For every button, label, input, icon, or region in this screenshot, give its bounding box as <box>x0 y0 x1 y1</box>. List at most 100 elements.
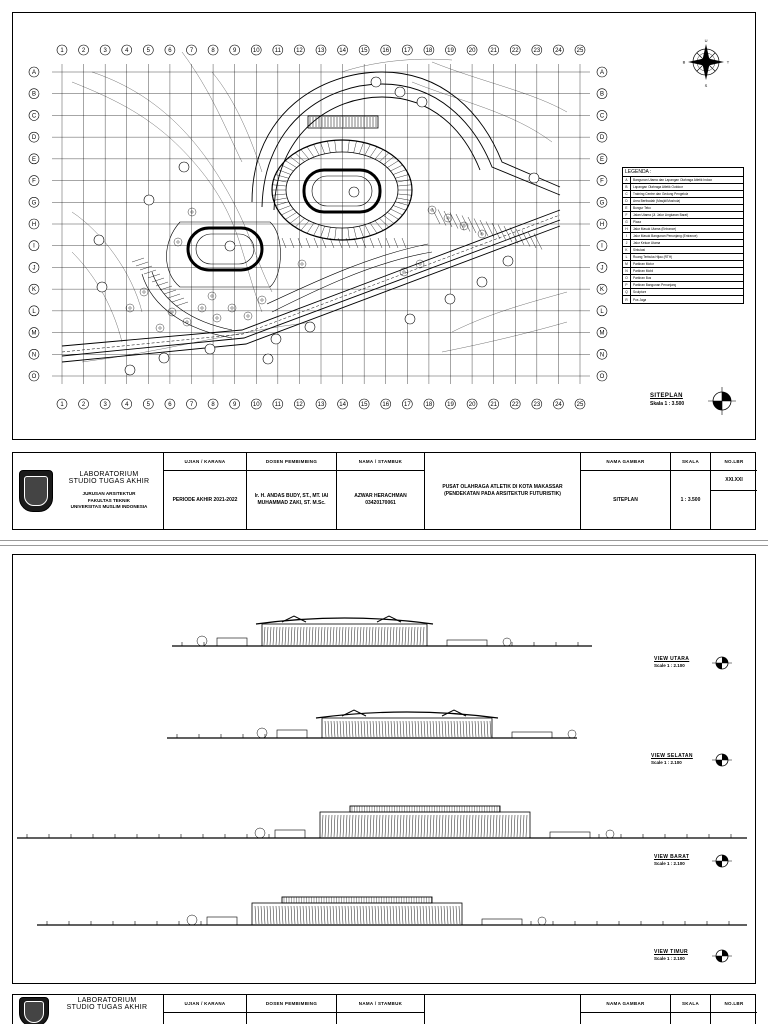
grid-bubble-col: 8 <box>207 398 219 410</box>
legend-label: Plaza <box>633 220 641 224</box>
svg-text:23: 23 <box>533 48 540 54</box>
grid-bubble-row: A <box>596 66 608 78</box>
svg-text:20: 20 <box>469 48 476 54</box>
svg-text:16: 16 <box>382 48 389 54</box>
svg-text:N: N <box>32 352 36 358</box>
page-divider <box>0 540 768 546</box>
legend-key: O <box>623 275 631 281</box>
grid-bubble-col: 1 <box>56 398 68 410</box>
grid-bubble-row: B <box>596 88 608 100</box>
svg-text:A: A <box>32 70 36 76</box>
svg-text:10: 10 <box>253 48 260 54</box>
lecturer-header: DOSEN PEMBIMBING <box>247 453 336 471</box>
svg-text:6: 6 <box>168 48 172 54</box>
svg-text:14: 14 <box>339 402 346 408</box>
grid-bubble-row: E <box>596 153 608 165</box>
svg-text:D: D <box>600 135 605 141</box>
lab-name-2: LABORATORIUM <box>77 997 137 1004</box>
legend-key: B <box>623 184 631 190</box>
lecturer-header-2: DOSEN PEMBIMBING <box>247 995 336 1013</box>
period-header: UJIAN / KARANA <box>164 453 246 471</box>
svg-text:B: B <box>683 60 686 65</box>
svg-text:K: K <box>32 287 36 293</box>
svg-text:17: 17 <box>404 48 411 54</box>
student-id: 03420170061 <box>365 500 396 506</box>
legend-key: L <box>623 254 631 260</box>
view-scale: Scale 1 : 2.100 <box>654 861 685 866</box>
svg-text:F: F <box>32 179 36 185</box>
svg-text:A: A <box>600 70 604 76</box>
legend-label: Lapangan Olahraga Atletik Outdoor <box>633 185 683 189</box>
grid-bubble-col: 12 <box>294 398 305 410</box>
grid-bubble-row: O <box>28 370 40 382</box>
svg-text:H: H <box>600 222 604 228</box>
view-marker-icon <box>712 753 732 767</box>
svg-text:M: M <box>32 331 37 337</box>
svg-text:13: 13 <box>318 402 325 408</box>
svg-text:8: 8 <box>211 48 215 54</box>
callout-marker <box>348 186 360 198</box>
legend-label: Jalur Masuk Utama (Entrance) <box>633 227 677 231</box>
grid-bubble-col: 1 <box>56 44 68 56</box>
lab-cell-2: LABORATORIUM STUDIO TUGAS AKHIR <box>13 995 163 1024</box>
grid-bubble-col: 20 <box>466 44 478 56</box>
svg-text:11: 11 <box>275 402 282 408</box>
svg-text:8: 8 <box>211 402 215 408</box>
grid-bubble-row: E <box>28 153 40 165</box>
scale-marker-icon <box>708 387 736 415</box>
legend-key: C <box>623 191 631 197</box>
studio-name: STUDIO TUGAS AKHIR <box>68 478 150 486</box>
legend-label: Parkiran Bus <box>633 276 652 280</box>
grid-bubble-col: 4 <box>121 44 133 56</box>
grid-bubble-col: 25 <box>574 44 586 56</box>
svg-text:I: I <box>601 244 603 250</box>
grid-bubble-row: C <box>28 110 40 121</box>
svg-text:22: 22 <box>512 48 519 54</box>
student-name: AZWAR HERACHMAN <box>354 493 407 500</box>
svg-text:3: 3 <box>103 48 107 54</box>
callout-marker <box>370 76 382 88</box>
callout-marker <box>528 172 540 184</box>
grid-bubble-col: 21 <box>488 398 499 410</box>
grid-bubble-col: 9 <box>229 44 240 56</box>
grid-bubble-row: D <box>28 131 40 143</box>
svg-text:M: M <box>600 331 605 337</box>
svg-text:19: 19 <box>447 48 454 54</box>
svg-text:S: S <box>705 83 708 88</box>
drawing-title: SITEPLAN <box>650 393 683 399</box>
elevation-view <box>172 615 592 647</box>
legend-label: Jalur Masuk Bangunan Penunjang (Entrance… <box>633 234 698 238</box>
grid-bubble-row: C <box>596 110 608 121</box>
svg-text:L: L <box>600 309 604 315</box>
legend-heading: LEGENDA : <box>623 168 743 177</box>
legend-label: Area Beribadah (Masjid/Mushola) <box>633 199 681 203</box>
studio-name-2: STUDIO TUGAS AKHIR <box>66 1004 148 1011</box>
grid-bubble-col: 11 <box>272 44 284 56</box>
svg-text:1: 1 <box>60 402 64 408</box>
grid-bubble-col: 5 <box>143 398 154 410</box>
drawing-name-header-2: NAMA GAMBAR <box>581 995 670 1013</box>
callout-marker <box>304 321 316 333</box>
callout-marker <box>158 352 170 364</box>
svg-text:10: 10 <box>253 402 260 408</box>
grid-bubble-col: 17 <box>402 398 413 410</box>
svg-text:H: H <box>32 222 36 228</box>
legend-key: J <box>623 240 631 246</box>
legend-label: Bungur Teko <box>633 206 651 210</box>
svg-text:D: D <box>32 135 37 141</box>
grid-bubble-row: I <box>28 240 40 252</box>
svg-text:18: 18 <box>426 48 433 54</box>
legend-key: H <box>623 226 631 232</box>
svg-text:5: 5 <box>147 48 151 54</box>
drawing-frame-2 <box>12 554 756 984</box>
grid-bubble-col: 22 <box>509 398 521 410</box>
dept-line-3: UNIVERSITAS MUSLIM INDONESIA <box>70 504 148 510</box>
